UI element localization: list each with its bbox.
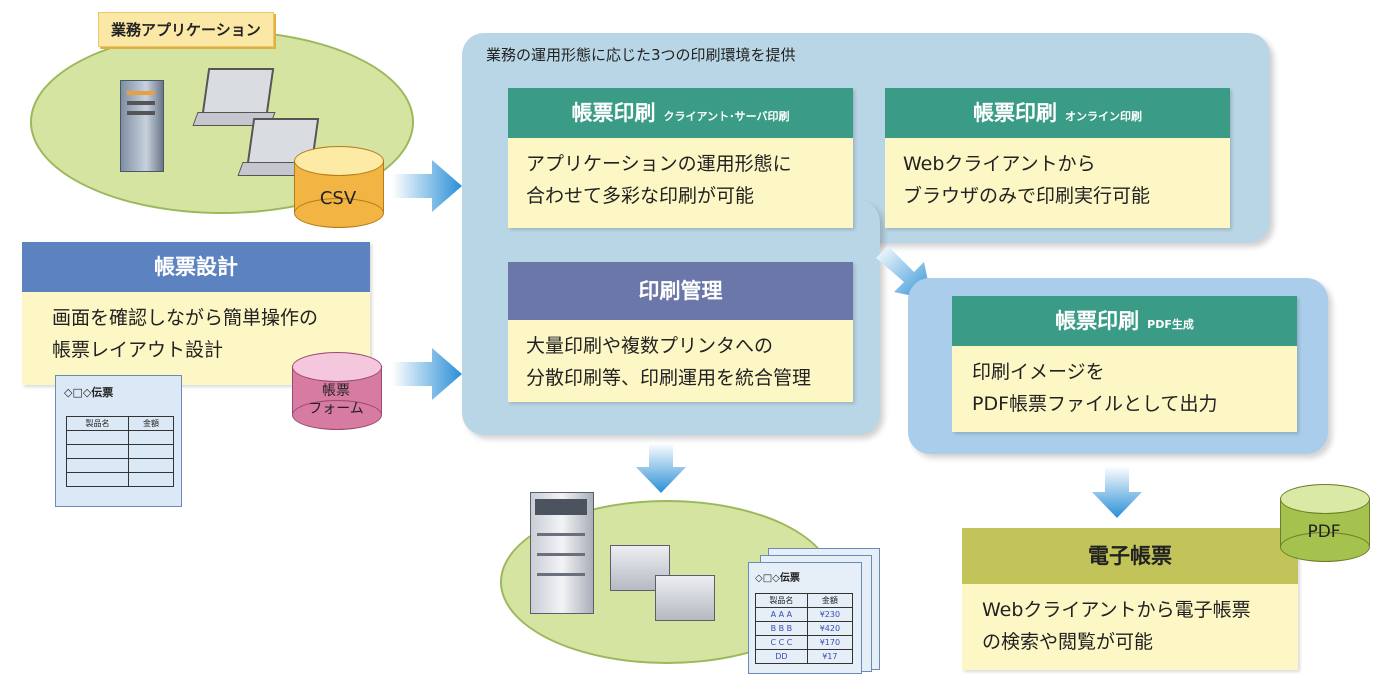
multifunction-printer-icon (530, 492, 594, 614)
printed-document: ◇□◇伝票 製品名 金額 A A A¥230 B B B¥420 C C C¥1… (748, 562, 862, 674)
printed-col-amount: 金額 (806, 593, 854, 608)
card-online-line1: Webクライアントから (903, 153, 1096, 175)
form-cyl-line2: フォーム (308, 401, 364, 417)
server-icon (120, 80, 164, 172)
arrow-right-icon (392, 348, 462, 400)
printer-icon (655, 575, 715, 621)
printed-cell: A A A (755, 607, 808, 622)
card-pdf: 帳票印刷 PDF生成 印刷イメージを PDF帳票ファイルとして出力 (952, 296, 1297, 432)
card-mgmt-line1: 大量印刷や複数プリンタへの (526, 335, 774, 357)
form-col-amount: 金額 (128, 416, 174, 431)
csv-cylinder: CSV (294, 146, 384, 228)
card-pdf-line1: 印刷イメージを (972, 361, 1105, 383)
ebook-line2: の検索や閲覧が可能 (982, 631, 1154, 653)
card-mgmt-title: 印刷管理 (508, 262, 853, 320)
card-cs-title: 帳票印刷 (571, 101, 656, 125)
form-cylinder: 帳票 フォーム (292, 352, 382, 430)
pdf-cylinder: PDF (1280, 484, 1370, 562)
card-cs-sub: クライアント･サーバ印刷 (663, 110, 790, 123)
card-cs-line1: アプリケーションの運用形態に (526, 153, 792, 175)
card-online-title: 帳票印刷 (973, 101, 1057, 125)
arrow-right-icon (392, 160, 462, 212)
csv-label: CSV (319, 188, 357, 209)
app-label: 業務アプリケーション (98, 12, 274, 47)
card-pdf-title: 帳票印刷 (1055, 309, 1140, 333)
form-title: ◇□◇伝票 (64, 386, 114, 399)
card-online: 帳票印刷オンライン印刷 Webクライアントから ブラウザのみで印刷実行可能 (885, 88, 1230, 228)
printed-cell: ¥17 (806, 649, 854, 664)
printed-cell: ¥420 (806, 621, 854, 636)
card-ebook: 電子帳票 Webクライアントから電子帳票 の検索や閲覧が可能 (962, 528, 1298, 670)
form-cyl-line1: 帳票 (322, 383, 350, 399)
pdf-label: PDF (1307, 522, 1341, 542)
card-cs-line2: 合わせて多彩な印刷が可能 (526, 185, 755, 207)
card-pdf-line2: PDF帳票ファイルとして出力 (972, 393, 1218, 415)
printed-doc-table: 製品名 金額 A A A¥230 B B B¥420 C C C¥170 DD¥… (755, 593, 854, 664)
card-pdf-sub: PDF生成 (1147, 318, 1194, 331)
printed-col-name: 製品名 (755, 593, 808, 608)
form-document: ◇□◇伝票 製品名金額 (55, 375, 182, 507)
design-title: 帳票設計 (22, 242, 370, 292)
laptop-icon (201, 68, 275, 114)
ebook-line1: Webクライアントから電子帳票 (982, 599, 1251, 621)
printed-cell: B B B (755, 621, 808, 636)
printed-cell: ¥230 (806, 607, 854, 622)
printed-cell: C C C (755, 635, 808, 650)
card-online-line2: ブラウザのみで印刷実行可能 (903, 185, 1151, 207)
form-col-name: 製品名 (65, 416, 130, 431)
card-client-server: 帳票印刷クライアント･サーバ印刷 アプリケーションの運用形態に 合わせて多彩な印… (508, 88, 853, 228)
panel-title: 業務の運用形態に応じた3つの印刷環境を提供 (486, 46, 796, 64)
design-line2: 帳票レイアウト設計 (52, 339, 224, 361)
printed-doc-title: ◇□◇伝票 (755, 573, 800, 584)
card-mgmt-line2: 分散印刷等、印刷運用を統合管理 (526, 367, 812, 389)
ebook-title: 電子帳票 (962, 528, 1298, 584)
form-table: 製品名金額 (65, 416, 174, 487)
printed-cell: ¥170 (806, 635, 854, 650)
design-card: 帳票設計 画面を確認しながら簡単操作の 帳票レイアウト設計 (22, 242, 370, 385)
arrow-down-icon (636, 443, 686, 493)
printed-cell: DD (755, 649, 808, 664)
arrow-down-icon (1092, 466, 1142, 518)
design-line1: 画面を確認しながら簡単操作の (52, 307, 319, 329)
card-online-sub: オンライン印刷 (1065, 110, 1142, 123)
card-print-management: 印刷管理 大量印刷や複数プリンタへの 分散印刷等、印刷運用を統合管理 (508, 262, 853, 402)
